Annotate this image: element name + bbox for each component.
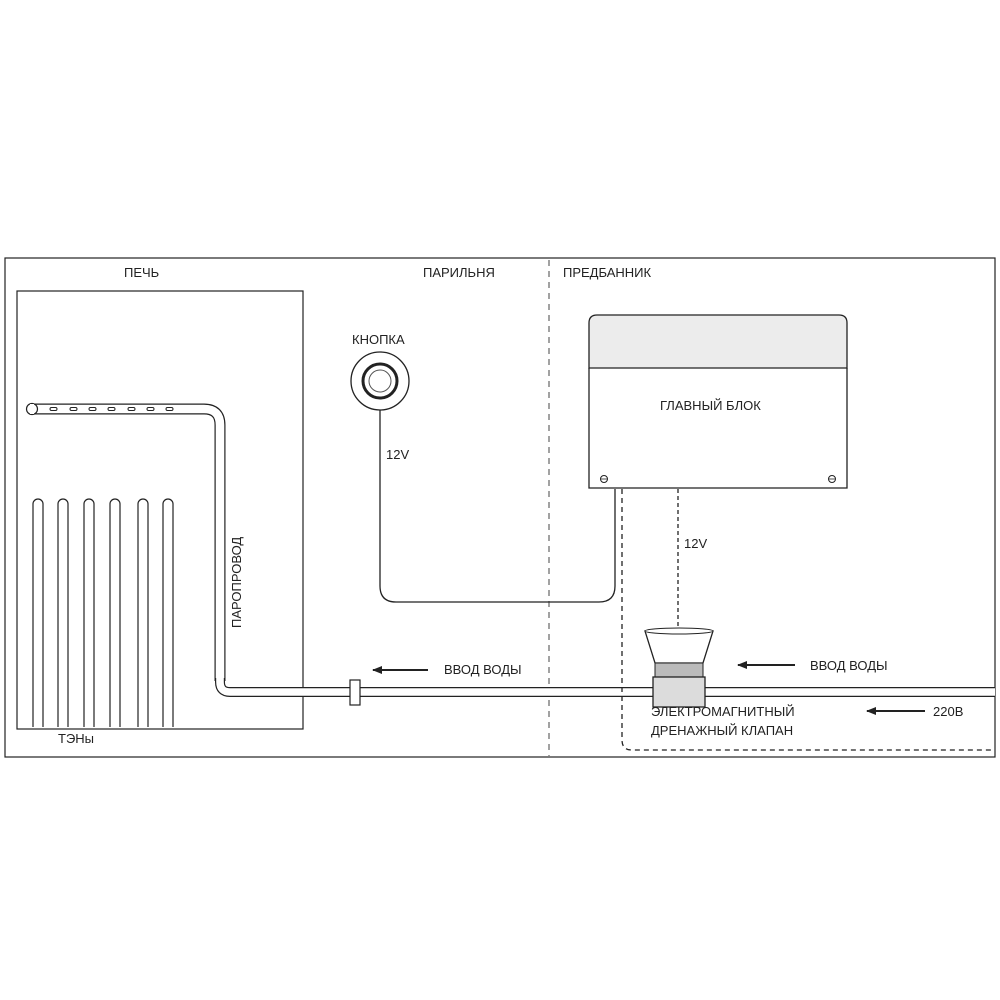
heating-elements bbox=[32, 498, 174, 727]
screw-icon bbox=[600, 475, 608, 483]
zone-label-steam-room: ПАРИЛЬНЯ bbox=[423, 265, 495, 280]
outer-frame bbox=[4, 257, 996, 758]
call-button[interactable] bbox=[350, 351, 410, 411]
button-cable bbox=[379, 410, 616, 603]
water-inlet-label-2: ВВОД ВОДЫ bbox=[810, 658, 888, 673]
button-label: КНОПКА bbox=[352, 332, 405, 347]
water-pipe bbox=[215, 677, 995, 697]
power-label: 220В bbox=[933, 704, 963, 719]
main-unit-lid bbox=[588, 314, 848, 369]
valve-label-line1: ЭЛЕКТРОМАГНИТНЫЙ bbox=[651, 704, 795, 719]
steam-pipe-label: ПАРОПРОВОД bbox=[229, 537, 244, 628]
steam-nozzles bbox=[49, 407, 174, 411]
main-unit bbox=[588, 314, 848, 489]
pipe-coupling bbox=[349, 679, 361, 706]
zone-label-stove: ПЕЧЬ bbox=[124, 265, 159, 280]
screw-icon bbox=[828, 475, 836, 483]
button-voltage-label: 12V bbox=[386, 447, 409, 462]
main-unit-label: ГЛАВНЫЙ БЛОК bbox=[660, 398, 761, 413]
heaters-label: ТЭНы bbox=[58, 731, 94, 746]
stove-box bbox=[16, 290, 304, 730]
solenoid-valve bbox=[644, 627, 714, 708]
zone-label-dressing-room: ПРЕДБАННИК bbox=[563, 265, 652, 280]
steam-distribution-tube bbox=[25, 402, 226, 681]
valve-label-line2: ДРЕНАЖНЫЙ КЛАПАН bbox=[651, 723, 793, 738]
water-inlet-label-1: ВВОД ВОДЫ bbox=[444, 662, 522, 677]
valve-voltage-label: 12V bbox=[684, 536, 707, 551]
